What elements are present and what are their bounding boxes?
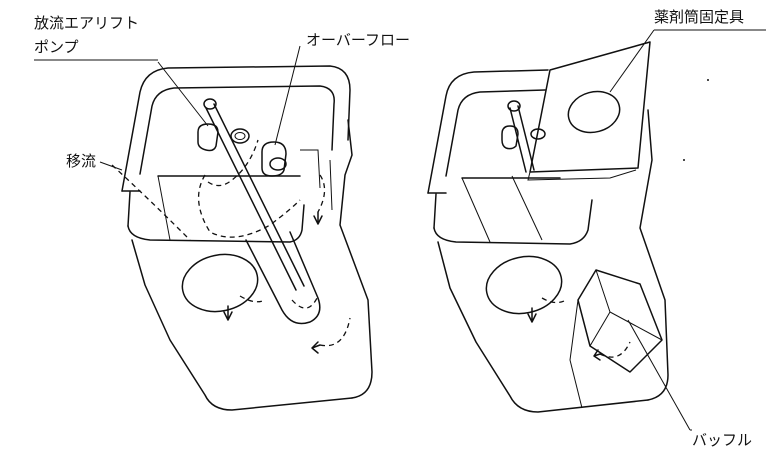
label-baffle: バッフル	[692, 431, 752, 449]
flow-bottom-1	[291, 295, 319, 309]
flow-loop-1	[198, 174, 301, 238]
left-chamber-side	[157, 175, 171, 241]
right-arrow-down	[527, 307, 537, 323]
right-inlet	[501, 125, 519, 150]
baffle-fold	[589, 269, 663, 347]
left-tank	[99, 45, 373, 411]
right-tube	[509, 105, 535, 173]
label-drug-holder: 薬剤筒固定具	[654, 8, 744, 26]
baffle-leader	[627, 319, 691, 431]
left-tank-rim	[127, 204, 305, 243]
mark-dot-2	[683, 159, 685, 161]
flow-bottom-2	[319, 317, 351, 347]
pump-tube	[205, 103, 305, 291]
baffle-lower	[569, 299, 583, 409]
pump-leader	[157, 61, 209, 127]
label-migration: 移流	[66, 152, 96, 170]
flow-overflow	[317, 174, 326, 213]
arrow-down-left	[223, 305, 233, 321]
drug-holder-hole	[567, 90, 621, 134]
pump-inlet	[197, 123, 219, 152]
left-tank-rim-left	[127, 191, 131, 227]
right-round-opening	[485, 255, 563, 315]
right-tank-right-side	[639, 109, 669, 401]
holder-leader	[609, 29, 655, 93]
flow-opening	[239, 295, 266, 303]
baffle-panel	[577, 269, 663, 373]
right-tank-rim	[433, 199, 593, 245]
label-pump-line1: 放流エアリフト	[34, 14, 139, 32]
left-tank-right-side	[339, 119, 373, 399]
ring-fitting	[230, 128, 250, 144]
right-tank-flange-outer	[427, 69, 549, 194]
right-tank-rim-left	[433, 193, 437, 229]
migration-flow	[111, 164, 191, 241]
right-flow-opening	[541, 297, 567, 304]
left-inner-partition	[300, 149, 333, 211]
right-tank-body	[437, 241, 649, 413]
migration-leader	[99, 161, 123, 171]
drug-holder-fold	[527, 169, 637, 181]
arrow-left-bottom	[311, 341, 321, 354]
left-tank-body	[131, 239, 353, 411]
arrow-down-right	[313, 211, 323, 225]
right-tube-top	[507, 100, 521, 112]
overflow-fitting	[261, 141, 287, 177]
left-tank-flange-inner	[139, 85, 335, 175]
right-arrow-left	[593, 349, 601, 361]
drug-holder-plate	[529, 41, 651, 173]
right-tank	[427, 29, 709, 431]
overflow-leader	[274, 45, 301, 146]
pump-channel	[245, 231, 321, 325]
label-overflow: オーバーフロー	[306, 31, 410, 49]
mark-dot-1	[707, 79, 709, 81]
pump-tube-top	[203, 98, 217, 110]
right-chamber-divider	[461, 175, 543, 243]
label-pump-line2: ポンプ	[34, 38, 79, 56]
right-tank-flange-inner	[445, 89, 546, 177]
left-round-opening	[181, 253, 259, 313]
overflow-fitting-ring	[269, 157, 287, 171]
ring-fitting-inner	[234, 132, 246, 140]
right-ring	[530, 128, 546, 140]
right-flow-baffle	[599, 341, 631, 358]
left-tank-flange-outer	[121, 65, 351, 192]
